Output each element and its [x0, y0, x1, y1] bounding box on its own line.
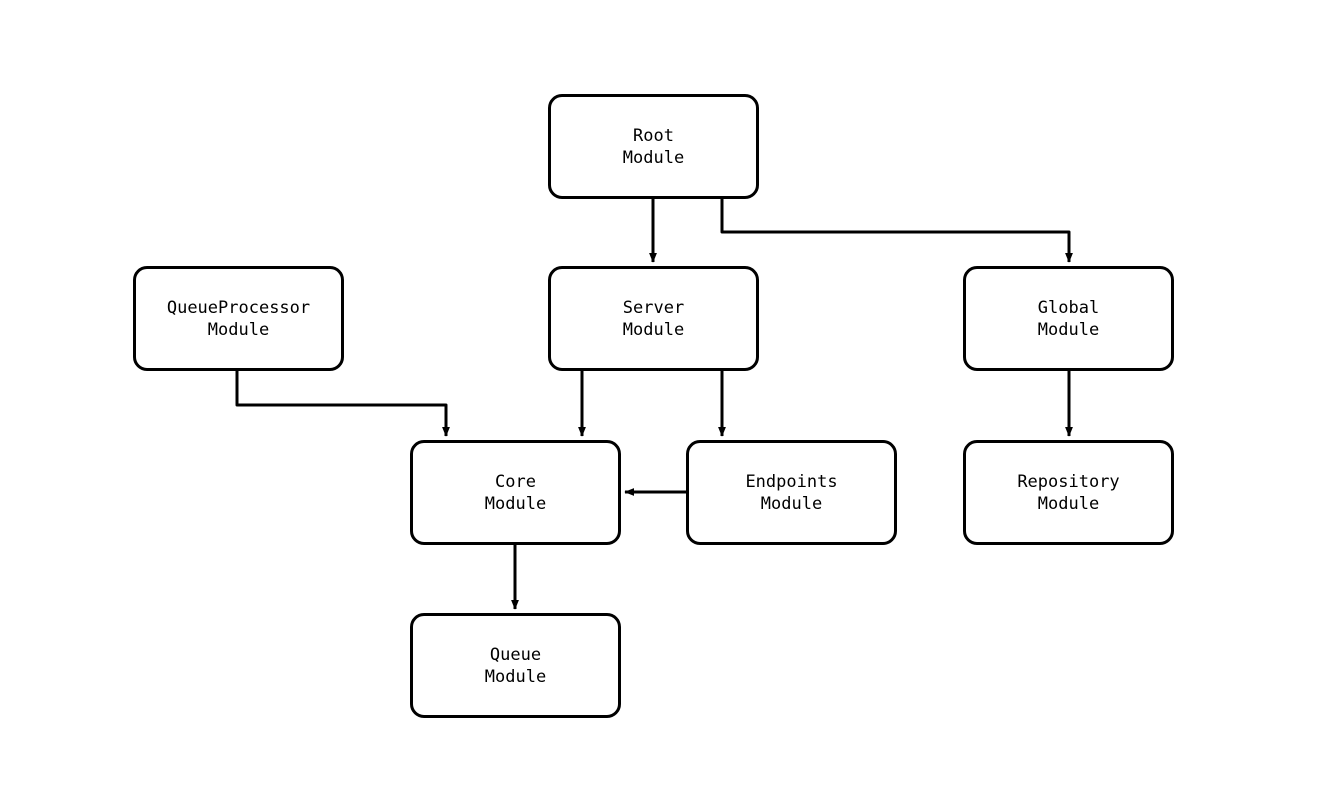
node-queueprocessor-module[interactable]: QueueProcessor Module: [133, 266, 344, 371]
node-repository-module[interactable]: Repository Module: [963, 440, 1174, 545]
node-repository-module-label: Repository Module: [1017, 471, 1120, 514]
node-global-module-label: Global Module: [1037, 297, 1100, 340]
node-endpoints-module[interactable]: Endpoints Module: [686, 440, 897, 545]
node-queue-module-label: Queue Module: [484, 644, 547, 687]
node-queueprocessor-module-label: QueueProcessor Module: [166, 297, 311, 340]
edge-queueprocessor-to-core: [235, 371, 450, 437]
node-core-module[interactable]: Core Module: [410, 440, 621, 545]
node-root-module-label: Root Module: [622, 125, 685, 168]
node-server-module-label: Server Module: [622, 297, 685, 340]
node-root-module[interactable]: Root Module: [548, 94, 759, 199]
node-global-module[interactable]: Global Module: [963, 266, 1174, 371]
node-queue-module[interactable]: Queue Module: [410, 613, 621, 718]
edge-root-to-global: [720, 199, 1073, 263]
node-server-module[interactable]: Server Module: [548, 266, 759, 371]
node-endpoints-module-label: Endpoints Module: [745, 471, 838, 514]
node-core-module-label: Core Module: [484, 471, 547, 514]
